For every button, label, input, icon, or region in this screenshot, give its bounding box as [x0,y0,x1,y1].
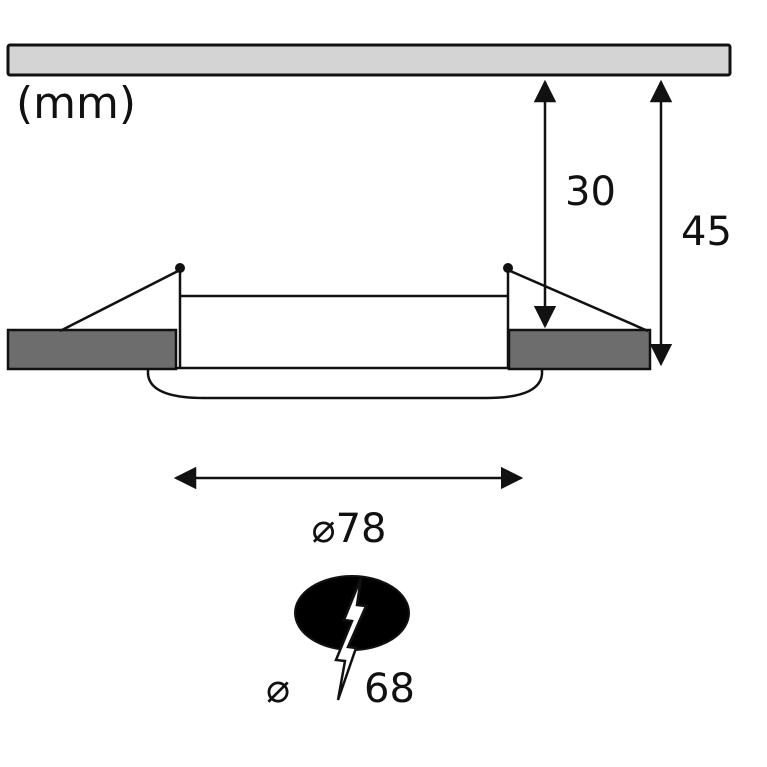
right-spring-clip [507,268,649,333]
left-spring-clip [59,268,181,333]
total-height-label: 45 [681,209,732,255]
right-pivot [503,263,513,273]
cutout-diameter-label: 68 [364,666,415,712]
ceiling-panel [6,43,732,77]
right-mounting-flange [507,328,652,371]
left-mounting-flange [6,328,178,371]
recess-depth-label: 30 [565,169,616,215]
left-pivot [175,263,185,273]
unit-label: (mm) [16,78,136,129]
trim-ring [146,366,544,400]
cutout-diameter-symbol: ⌀ [266,666,290,712]
lightning-bolt-icon [334,577,368,701]
outer-diameter-label: ⌀78 [312,506,387,552]
